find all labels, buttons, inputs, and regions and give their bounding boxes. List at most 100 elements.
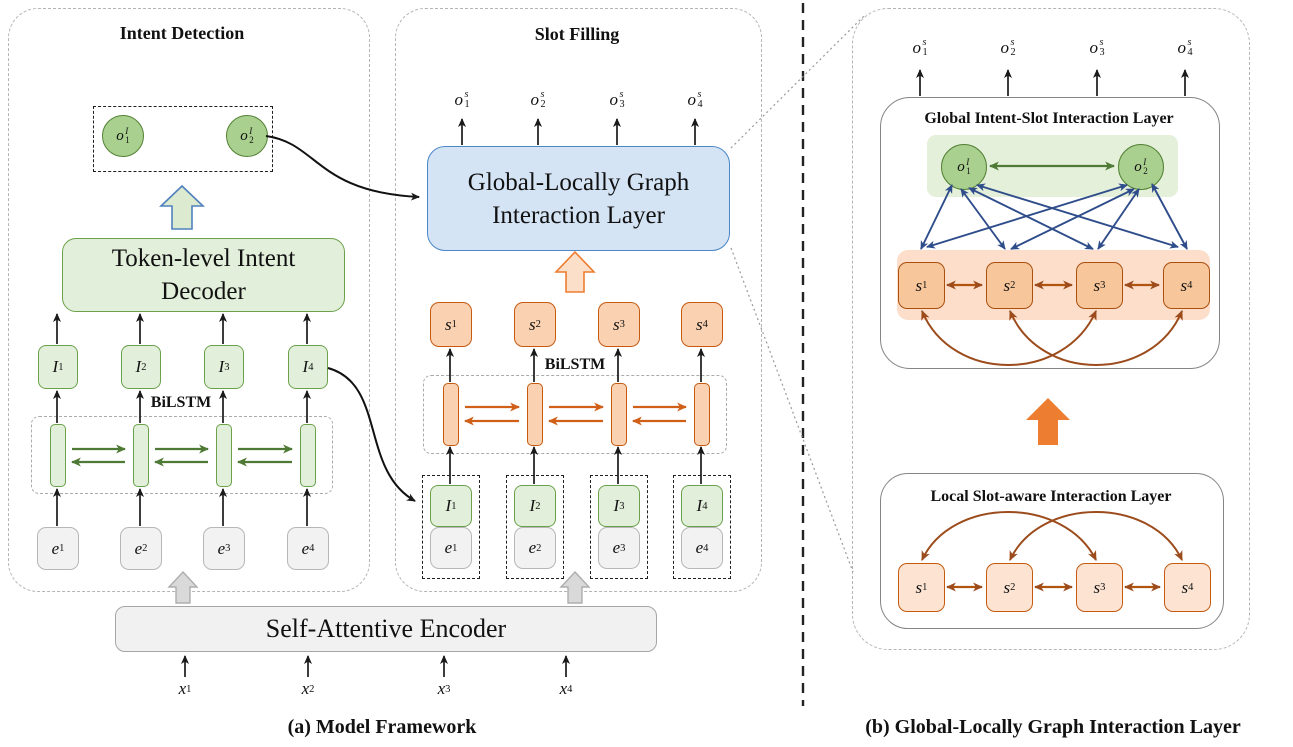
sym-base: o bbox=[957, 158, 965, 175]
sym-base: e bbox=[51, 538, 60, 558]
sym-sub: 1 bbox=[922, 582, 928, 593]
graph-layer-line1: Global-Locally Graph bbox=[467, 168, 690, 196]
sym-sub: 3 bbox=[619, 500, 625, 512]
self-attentive-encoder: Self-Attentive Encoder bbox=[115, 606, 657, 652]
lstm-cell-bar bbox=[216, 424, 232, 487]
token-stack-1 bbox=[422, 475, 480, 579]
intent-detection-title: Intent Detection bbox=[119, 22, 245, 43]
sym-base: s bbox=[1003, 577, 1011, 597]
sym-base: I bbox=[52, 357, 59, 376]
slot-filling-title: Slot Filling bbox=[534, 23, 620, 44]
sym-sub: 4 bbox=[1188, 582, 1194, 593]
sym-sub: 2 bbox=[1010, 582, 1016, 593]
sym-base: I bbox=[696, 496, 703, 515]
sym-sub: 4 bbox=[697, 99, 703, 110]
decoder-line2: Decoder bbox=[161, 278, 246, 305]
sym-sup: s bbox=[540, 88, 545, 100]
sym-sup: I bbox=[125, 125, 129, 136]
sym-sub: 4 bbox=[702, 500, 708, 512]
sym-base: e bbox=[134, 538, 143, 558]
sym-sub: 3 bbox=[225, 543, 231, 554]
sym-sub: 4 bbox=[703, 542, 709, 554]
sym-base: I bbox=[445, 496, 452, 515]
sym-sub: 3 bbox=[1100, 582, 1106, 593]
sym-sub: 2 bbox=[1010, 47, 1016, 58]
bilstm-dashed-box-intent bbox=[31, 416, 333, 494]
bilstm-label-intent: BiLSTM bbox=[150, 394, 212, 411]
sym-base: o bbox=[912, 38, 921, 57]
sym-sub: 2 bbox=[1143, 166, 1148, 176]
sym-base: s bbox=[696, 314, 703, 334]
sym-sub: 4 bbox=[1187, 280, 1193, 291]
sym-sub: 1 bbox=[186, 683, 192, 695]
sym-sub: 1 bbox=[59, 543, 65, 554]
sym-base: s bbox=[445, 314, 452, 334]
sym-sub: 4 bbox=[702, 319, 708, 330]
sym-sub: 3 bbox=[445, 683, 451, 695]
sym-sup: s bbox=[619, 88, 624, 100]
sym-sub: 2 bbox=[535, 319, 541, 330]
sym-base: o bbox=[454, 90, 463, 109]
sym-sub: 4 bbox=[567, 683, 573, 695]
sym-base: o bbox=[240, 127, 248, 144]
lstm-cell-bar bbox=[694, 383, 710, 446]
sym-sup: s bbox=[697, 88, 702, 100]
sym-base: e bbox=[612, 538, 621, 557]
sym-sup: I bbox=[249, 125, 253, 136]
sym-sub: 4 bbox=[309, 543, 315, 554]
sym-sub: 3 bbox=[619, 319, 625, 330]
sym-sub: 2 bbox=[540, 99, 546, 110]
caption-a: (a) Model Framework bbox=[287, 715, 477, 738]
sym-sub: 2 bbox=[535, 500, 541, 512]
sym-base: I bbox=[302, 357, 309, 376]
decoder-line1: Token-level Intent bbox=[111, 245, 296, 272]
sym-base: e bbox=[444, 538, 453, 557]
sym-sub: 2 bbox=[141, 361, 147, 373]
sym-sub: 3 bbox=[620, 542, 626, 554]
sym-sub: 1 bbox=[58, 361, 64, 373]
sym-sub: 3 bbox=[619, 99, 625, 110]
sym-base: o bbox=[530, 90, 539, 109]
sym-sub: 1 bbox=[125, 135, 130, 145]
global-locally-graph-interaction-layer: Global-Locally Graph Interaction Layer bbox=[427, 146, 730, 251]
sym-base: e bbox=[217, 538, 226, 558]
sym-base: s bbox=[1003, 275, 1011, 295]
token-stack-2 bbox=[506, 475, 564, 579]
sym-sub: 2 bbox=[536, 542, 542, 554]
token-level-intent-decoder: Token-level Intent Decoder bbox=[62, 238, 345, 312]
sym-sub: 1 bbox=[451, 500, 457, 512]
sym-sub: 1 bbox=[452, 542, 458, 554]
lstm-cell-bar bbox=[443, 383, 459, 446]
sym-sub: 4 bbox=[308, 361, 314, 373]
sym-base: I bbox=[529, 496, 536, 515]
